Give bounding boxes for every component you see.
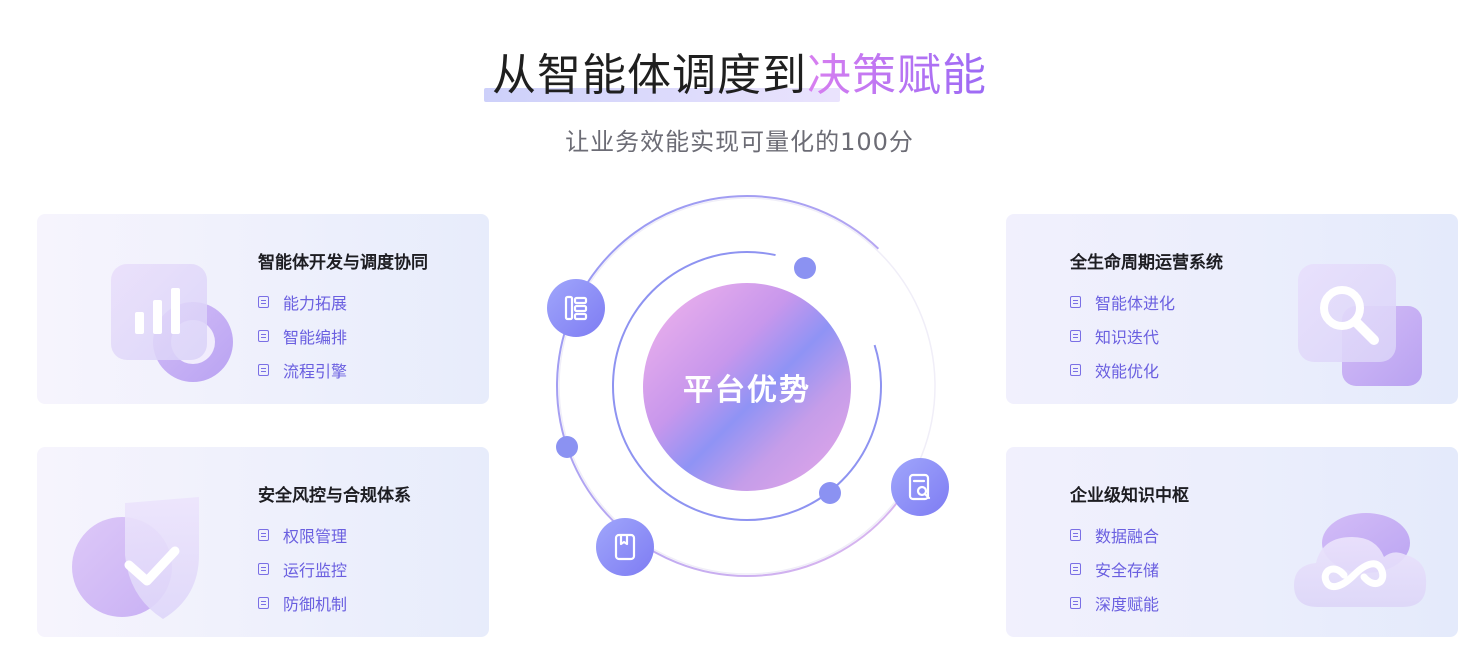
feature-label: 数据融合	[1095, 527, 1160, 546]
magnifier-icon	[1298, 264, 1422, 386]
document-icon	[258, 563, 269, 575]
feature-label: 流程引擎	[283, 362, 348, 381]
feature-item: 效能优化	[1070, 353, 1223, 387]
feature-item: 运行监控	[258, 552, 411, 586]
shield-check-icon	[72, 497, 199, 619]
document-icon	[258, 529, 269, 541]
title-accent: 决策赋能	[807, 50, 987, 101]
card-content: 智能体开发与调度协同 能力拓展 智能编排 流程引擎	[258, 248, 428, 387]
feature-label: 运行监控	[283, 561, 348, 580]
feature-item: 智能编排	[258, 319, 428, 353]
orbit-dot	[794, 257, 816, 279]
feature-label: 智能编排	[283, 328, 348, 347]
platform-core: 平台优势	[643, 283, 851, 491]
document-icon	[1070, 296, 1081, 308]
document-icon	[258, 330, 269, 342]
bar-chart-icon	[111, 264, 233, 382]
feature-label: 深度赋能	[1095, 595, 1160, 614]
title-highlight	[484, 88, 840, 102]
feature-label: 知识迭代	[1095, 328, 1160, 347]
card-content: 全生命周期运营系统 智能体进化 知识迭代 效能优化	[1070, 248, 1223, 387]
card-title: 安全风控与合规体系	[258, 486, 411, 506]
title-plain: 从智能体调度到	[492, 50, 807, 101]
header: 从智能体调度到决策赋能 让业务效能实现可量化的100分	[0, 50, 1479, 157]
document-search-icon	[891, 458, 949, 516]
feature-item: 权限管理	[258, 518, 411, 552]
document-icon	[1070, 330, 1081, 342]
document-icon	[258, 296, 269, 308]
feature-item: 智能体进化	[1070, 285, 1223, 319]
orbit-dot	[819, 482, 841, 504]
feature-item: 知识迭代	[1070, 319, 1223, 353]
card-security: 安全风控与合规体系 权限管理 运行监控 防御机制	[37, 447, 489, 637]
book-icon	[596, 518, 654, 576]
orbit-rings	[556, 195, 938, 577]
card-title: 企业级知识中枢	[1070, 486, 1189, 506]
feature-label: 防御机制	[283, 595, 348, 614]
feature-item: 流程引擎	[258, 353, 428, 387]
orbit-dot	[556, 436, 578, 458]
card-knowledge: 企业级知识中枢 数据融合 安全存储 深度赋能	[1006, 447, 1458, 637]
feature-label: 效能优化	[1095, 362, 1160, 381]
page-title: 从智能体调度到决策赋能	[484, 50, 987, 102]
feature-label: 能力拓展	[283, 294, 348, 313]
feature-item: 防御机制	[258, 586, 411, 620]
card-lifecycle: 全生命周期运营系统 智能体进化 知识迭代 效能优化	[1006, 214, 1458, 404]
card-content: 企业级知识中枢 数据融合 安全存储 深度赋能	[1070, 481, 1189, 620]
card-title: 智能体开发与调度协同	[258, 253, 428, 273]
document-icon	[258, 364, 269, 376]
document-icon	[1070, 529, 1081, 541]
feature-label: 权限管理	[283, 527, 348, 546]
page-subtitle: 让业务效能实现可量化的100分	[565, 128, 914, 156]
card-title: 全生命周期运营系统	[1070, 253, 1223, 273]
feature-item: 深度赋能	[1070, 586, 1189, 620]
feature-item: 能力拓展	[258, 285, 428, 319]
card-agent-dev: 智能体开发与调度协同 能力拓展 智能编排 流程引擎	[37, 214, 489, 404]
feature-label: 智能体进化	[1095, 294, 1176, 313]
cloud-infinity-icon	[1294, 513, 1427, 607]
list-tree-icon	[547, 279, 605, 337]
document-icon	[258, 597, 269, 609]
document-icon	[1070, 364, 1081, 376]
feature-label: 安全存储	[1095, 561, 1160, 580]
document-icon	[1070, 597, 1081, 609]
feature-item: 安全存储	[1070, 552, 1189, 586]
core-label: 平台优势	[683, 373, 811, 408]
card-content: 安全风控与合规体系 权限管理 运行监控 防御机制	[258, 481, 411, 620]
document-icon	[1070, 563, 1081, 575]
feature-item: 数据融合	[1070, 518, 1189, 552]
